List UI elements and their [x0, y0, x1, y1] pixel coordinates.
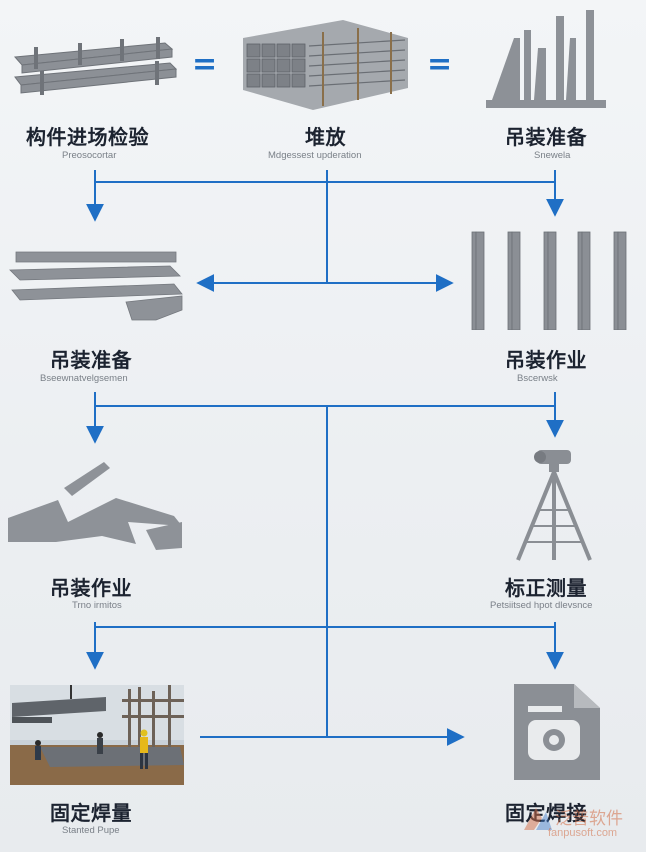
step-title-lifting-right: 吊装作业 — [505, 348, 587, 372]
step-subtitle-lift-prep-left: Bseewnatvelgsemen — [40, 373, 128, 384]
stacked-beams-icon — [13, 37, 178, 95]
step-subtitle-lifting-left: Trno irmitos — [72, 600, 122, 611]
angled-beams-icon — [8, 462, 182, 550]
step-title-survey: 标正测量 — [505, 576, 587, 600]
watermark-url: fanpusoft.com — [548, 827, 618, 839]
equals-sign-1: = — [192, 47, 218, 82]
document-stamp-icon — [514, 684, 600, 780]
step-title-inspection: 构件进场检验 — [26, 125, 149, 149]
steel-profiles-icon — [486, 10, 606, 108]
standing-columns-icon — [471, 231, 627, 330]
step-subtitle-lift-prep-right: Snewela — [534, 150, 571, 161]
step-title-lift-prep-right: 吊装准备 — [505, 125, 587, 149]
step-title-fix-weld-left: 固定焊量 — [50, 801, 132, 825]
step-title-stacking: 堆放 — [305, 125, 346, 149]
step-subtitle-lifting-right: Bscerwsk — [517, 373, 558, 384]
equals-sign-2: = — [427, 47, 453, 82]
fanpu-logo-icon — [524, 808, 552, 830]
flat-plates-icon — [9, 251, 183, 321]
step-title-lifting-left: 吊装作业 — [50, 576, 132, 600]
step-title-lift-prep-left: 吊装准备 — [50, 348, 132, 372]
construction-site-photo — [10, 685, 184, 785]
step-subtitle-inspection: Preosocortar — [62, 150, 117, 161]
step-title-fix-weld-right: 固定焊接 — [505, 797, 587, 826]
step-subtitle-stacking: Mdgessest upderation — [268, 150, 362, 161]
watermark-brand: 泛普软件 — [555, 809, 623, 829]
material-bundle-icon — [243, 20, 408, 110]
step-subtitle-survey: Petsiitsed hpot dlevsnce — [490, 600, 593, 611]
survey-tripod-icon — [516, 450, 592, 561]
step-subtitle-fix-weld-left: Stanted Pupe — [62, 825, 120, 836]
